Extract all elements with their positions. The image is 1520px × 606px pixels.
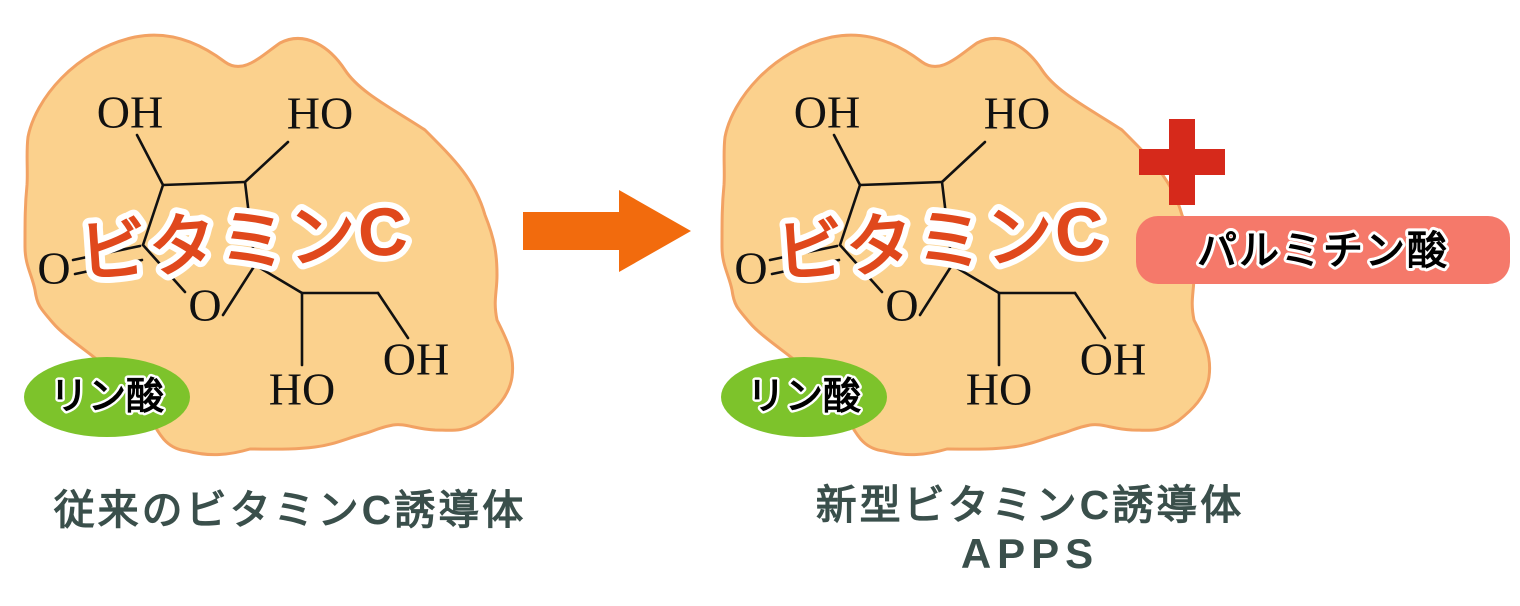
bond [838, 243, 884, 294]
caption-conventional: 従来のビタミンC誘導体 [53, 487, 527, 533]
bond [858, 180, 944, 187]
vitamin-c-blob [23, 33, 515, 457]
atom-label-oh-top-left: OH [794, 87, 860, 138]
atom-label-o-ring: O [885, 280, 918, 331]
atom-labels: OH HO O O HO OH [734, 87, 1146, 415]
caption-new-derivative: 新型ビタミンC誘導体 APPS [770, 481, 1290, 579]
bond-double-1 [768, 244, 839, 262]
caption-apps: APPS [960, 530, 1100, 578]
atom-label-oh-top-left: OH [97, 87, 163, 138]
atom-label-ho-bottom: HO [269, 364, 335, 415]
bond-double-2 [73, 258, 144, 276]
bond-double-2 [770, 258, 841, 276]
vitamin-c-blob [720, 33, 1212, 457]
phosphate-label: リン酸 [50, 376, 165, 418]
atom-label-o-carbonyl: O [37, 243, 70, 294]
bond [243, 180, 257, 267]
bond [940, 180, 954, 267]
bond [950, 263, 1001, 295]
new-derivative-blob-graphic: OH HO O O HO OH ビタミンC リン酸 [720, 33, 1212, 457]
phosphate-tag: リン酸 [721, 357, 887, 437]
panel-new-derivative: OH HO O O HO OH ビタミンC リン酸 [712, 25, 1222, 535]
atom-labels: OH HO O O HO OH [37, 87, 449, 415]
conventional-blob-graphic: OH HO O O HO OH ビタミンC リン酸 [23, 33, 515, 457]
atom-label-o-ring: O [188, 280, 221, 331]
atom-label-ho-top-right: HO [287, 88, 353, 139]
phosphate-tag: リン酸 [24, 357, 190, 437]
bond [135, 133, 165, 187]
atom-label-oh-bottom-right: OH [1080, 334, 1146, 385]
bond [918, 263, 954, 317]
atom-label-o-carbonyl: O [734, 243, 767, 294]
bond [940, 140, 987, 184]
bond [243, 140, 290, 184]
phosphate-label: リン酸 [747, 376, 862, 418]
bond [1073, 291, 1107, 340]
bond [838, 183, 862, 247]
right-arrow-icon [523, 190, 691, 272]
bond-lines [71, 133, 410, 367]
bond [832, 133, 862, 187]
bond [253, 263, 304, 295]
bond [221, 263, 257, 317]
palmitic-acid-label: パルミチン酸 [1197, 229, 1449, 273]
atom-label-ho-top-right: HO [984, 88, 1050, 139]
plus-vertical-bar [1169, 119, 1195, 205]
right-arrow-shape [523, 190, 691, 272]
plus-icon [1139, 119, 1225, 205]
bond [376, 291, 410, 340]
atom-label-ho-bottom: HO [966, 364, 1032, 415]
atom-label-oh-bottom-right: OH [383, 334, 449, 385]
bond-lines [768, 133, 1107, 367]
bond-double-1 [71, 244, 142, 262]
bond [161, 180, 247, 187]
phosphate-ellipse [24, 357, 190, 437]
phosphate-ellipse [721, 357, 887, 437]
badge-background [1136, 216, 1510, 284]
bond [141, 243, 187, 294]
palmitic-acid-badge: パルミチン酸 [1136, 216, 1510, 284]
panel-conventional: OH HO O O HO OH ビタミンC リン酸 [15, 25, 525, 535]
bond [141, 183, 165, 247]
caption-new-derivative-line1: 新型ビタミンC誘導体 [815, 482, 1245, 528]
